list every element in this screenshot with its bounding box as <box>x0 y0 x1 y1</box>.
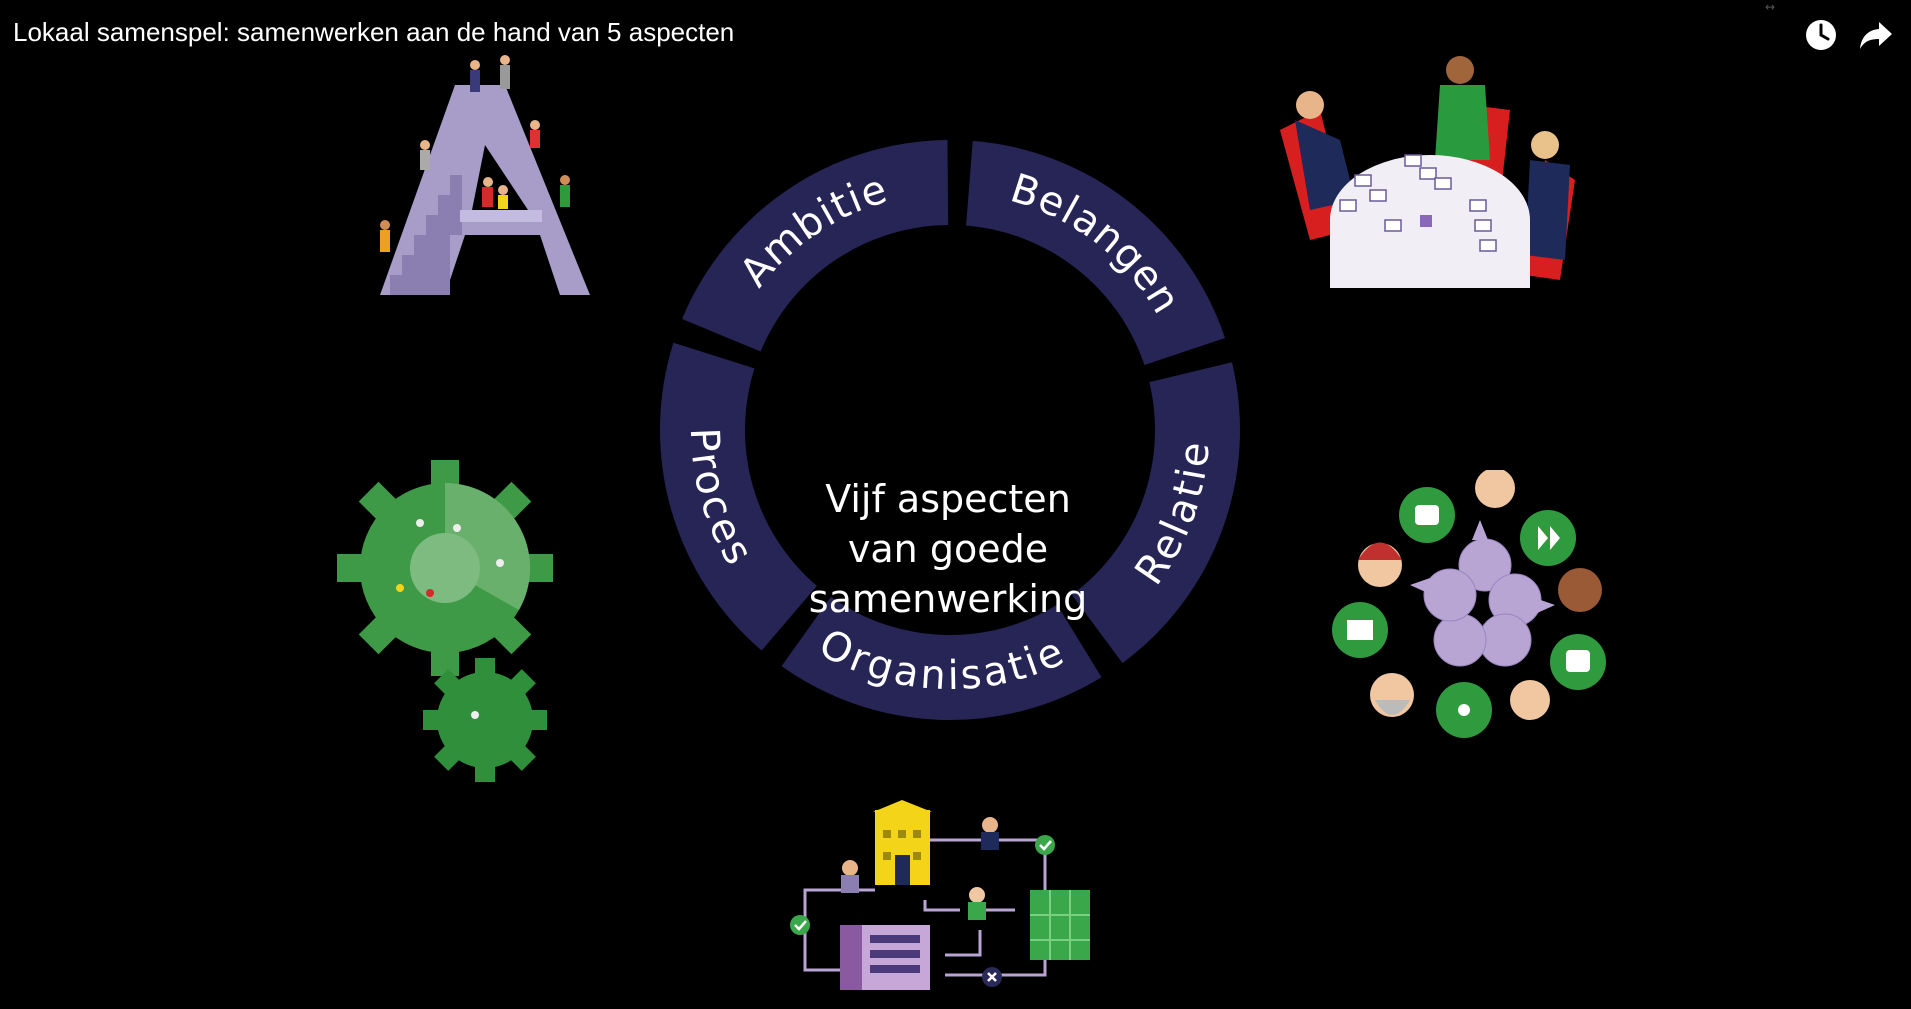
center-line-3: samenwerking <box>809 577 1087 621</box>
relatie-illustration <box>1330 470 1620 750</box>
video-title: Lokaal samenspel: samenwerken aan de han… <box>13 17 735 47</box>
staircase-letter-a-icon <box>380 55 590 295</box>
share-arrow-icon <box>1860 22 1892 49</box>
organisation-flow-icon <box>790 800 1090 990</box>
segment-belangen <box>966 140 1226 365</box>
segment-relatie <box>1071 362 1240 664</box>
clock-icon <box>1806 20 1836 50</box>
ambitie-illustration <box>360 50 600 300</box>
share-button[interactable] <box>1855 14 1897 56</box>
organisatie-illustration <box>785 800 1095 1000</box>
center-line-1: Vijf aspecten <box>825 477 1071 521</box>
center-line-2: van goede <box>848 527 1048 571</box>
gears-icon <box>337 460 553 782</box>
meeting-table-icon <box>1280 56 1575 288</box>
people-network-icon <box>1332 470 1606 738</box>
resize-handle-icon: ↔ <box>1765 0 1776 14</box>
proces-illustration <box>330 460 560 790</box>
segment-organisatie <box>781 596 1102 720</box>
watch-later-button[interactable] <box>1800 14 1842 56</box>
segment-proces <box>660 342 817 651</box>
segment-ambitie <box>682 140 949 352</box>
belangen-illustration <box>1270 50 1590 290</box>
